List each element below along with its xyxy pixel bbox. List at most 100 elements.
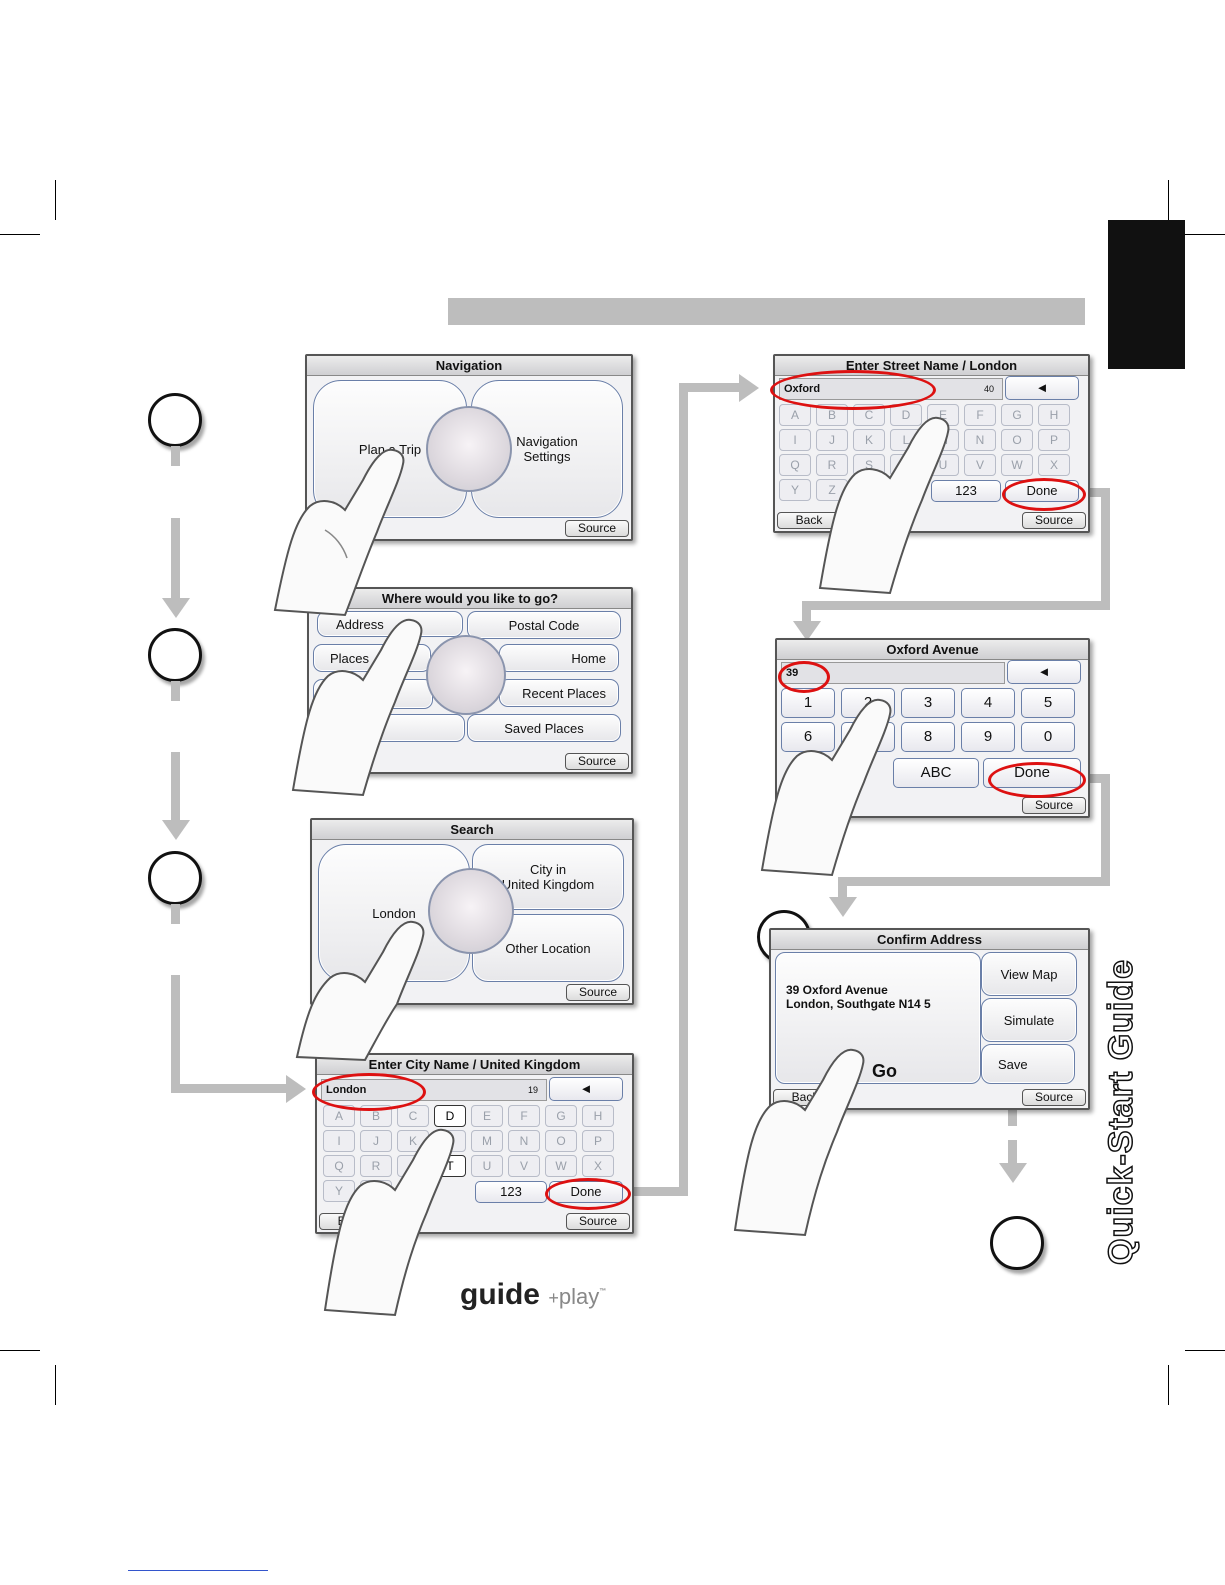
key-o[interactable]: O — [1001, 429, 1033, 451]
back-button[interactable]: Back — [777, 512, 841, 529]
highlight-ring — [770, 370, 936, 410]
screen-title: Navigation — [307, 356, 631, 376]
key-m[interactable]: M — [471, 1130, 503, 1152]
recent-places-button[interactable]: Recent Places — [499, 679, 619, 707]
address-panel: 39 Oxford Avenue London, Southgate N14 5… — [775, 952, 981, 1084]
source-button[interactable]: Source — [566, 984, 630, 1001]
flow-line — [838, 877, 847, 899]
key-j[interactable]: J — [816, 429, 848, 451]
key-y[interactable]: Y — [779, 479, 811, 501]
saved-places-button[interactable]: Saved Places — [467, 714, 621, 742]
key-i[interactable]: I — [323, 1130, 355, 1152]
key-0[interactable]: 0 — [1021, 722, 1075, 752]
center-orb — [428, 868, 514, 954]
flow-line — [171, 904, 180, 924]
key-n[interactable]: N — [964, 429, 996, 451]
step-circle — [148, 851, 202, 905]
save-label: Save — [998, 1056, 1028, 1072]
key-6[interactable]: 6 — [781, 722, 835, 752]
key-4[interactable]: 4 — [961, 688, 1015, 718]
view-map-button[interactable]: View Map — [981, 952, 1077, 996]
postal-code-button[interactable]: Postal Code — [467, 611, 621, 639]
key-j[interactable]: J — [360, 1130, 392, 1152]
key-p[interactable]: P — [1038, 429, 1070, 451]
key-f[interactable]: F — [964, 404, 996, 426]
source-button[interactable]: Source — [1022, 797, 1086, 814]
key-x[interactable]: X — [582, 1155, 614, 1177]
mode-abc-button[interactable]: ABC — [893, 758, 979, 788]
key-g[interactable]: G — [1001, 404, 1033, 426]
source-button[interactable]: Source — [1022, 512, 1086, 529]
source-button[interactable]: Source — [1022, 1089, 1086, 1106]
source-button[interactable]: Source — [565, 753, 629, 770]
key-9[interactable]: 9 — [961, 722, 1015, 752]
screen-title: Confirm Address — [771, 930, 1088, 950]
navigation-settings-button[interactable]: Navigation Settings — [471, 380, 623, 518]
key-5[interactable]: 5 — [1021, 688, 1075, 718]
address-label: Address — [336, 616, 384, 632]
backspace-button[interactable]: ◄ — [549, 1077, 623, 1101]
key-w[interactable]: W — [1001, 454, 1033, 476]
side-title: Quick-Start Guide — [1101, 958, 1141, 1266]
key-u[interactable]: U — [471, 1155, 503, 1177]
flow-line — [171, 518, 180, 600]
confirm-address-screen: Confirm Address 39 Oxford Avenue London,… — [769, 928, 1090, 1110]
header-bar — [448, 298, 1085, 325]
flow-line — [171, 975, 180, 1092]
key-e[interactable]: E — [471, 1105, 503, 1127]
key-c[interactable]: C — [397, 1105, 429, 1127]
key-f[interactable]: F — [508, 1105, 540, 1127]
crop-mark — [0, 1350, 40, 1351]
key-i[interactable]: I — [779, 429, 811, 451]
go-button[interactable]: Go — [872, 1061, 897, 1081]
mode-123-button[interactable]: 123 — [931, 480, 1001, 502]
flow-line — [171, 752, 180, 822]
center-orb — [426, 635, 506, 715]
key-h[interactable]: H — [582, 1105, 614, 1127]
save-button[interactable]: Save — [981, 1044, 1075, 1084]
key-p[interactable]: P — [582, 1130, 614, 1152]
screen-title: Where would you like to go? — [309, 589, 631, 609]
crop-mark — [1185, 234, 1225, 235]
city-label-2: United Kingdom — [501, 877, 595, 892]
flow-line — [1101, 774, 1110, 886]
key-o[interactable]: O — [545, 1130, 577, 1152]
backspace-button[interactable]: ◄ — [1007, 660, 1081, 684]
backspace-button[interactable]: ◄ — [1005, 376, 1079, 400]
key-d[interactable]: D — [434, 1105, 466, 1127]
key-n[interactable]: N — [508, 1130, 540, 1152]
key-w[interactable]: W — [545, 1155, 577, 1177]
flow-line — [679, 383, 739, 392]
simulate-button[interactable]: Simulate — [981, 998, 1077, 1042]
mode-123-button[interactable]: 123 — [475, 1181, 547, 1203]
crop-mark — [1185, 1350, 1225, 1351]
key-q[interactable]: Q — [779, 454, 811, 476]
flow-line — [1008, 1106, 1017, 1126]
key-d[interactable]: D — [890, 404, 922, 426]
key-8[interactable]: 8 — [901, 722, 955, 752]
language-tab — [1108, 220, 1185, 369]
key-q[interactable]: Q — [323, 1155, 355, 1177]
key-h[interactable]: H — [1038, 404, 1070, 426]
key-r[interactable]: R — [816, 454, 848, 476]
key-3[interactable]: 3 — [901, 688, 955, 718]
pointing-hand-icon — [323, 1128, 455, 1317]
key-k[interactable]: K — [853, 429, 885, 451]
flow-line — [679, 383, 688, 1196]
source-button[interactable]: Source — [565, 520, 629, 537]
source-button[interactable]: Source — [566, 1213, 630, 1230]
key-a[interactable]: A — [779, 404, 811, 426]
key-v[interactable]: V — [508, 1155, 540, 1177]
flow-line — [171, 681, 180, 701]
key-g[interactable]: G — [545, 1105, 577, 1127]
logo-main: guide — [460, 1278, 540, 1311]
search-screen: Search London City in United Kingdom Oth… — [310, 818, 634, 1005]
key-r[interactable]: R — [360, 1155, 392, 1177]
key-v[interactable]: V — [964, 454, 996, 476]
flow-line — [171, 1084, 286, 1093]
home-button[interactable]: Home — [499, 644, 619, 672]
key-x[interactable]: X — [1038, 454, 1070, 476]
simulate-label: Simulate — [1003, 1012, 1055, 1028]
flow-line — [626, 1187, 688, 1196]
view-map-label: View Map — [1000, 966, 1058, 982]
